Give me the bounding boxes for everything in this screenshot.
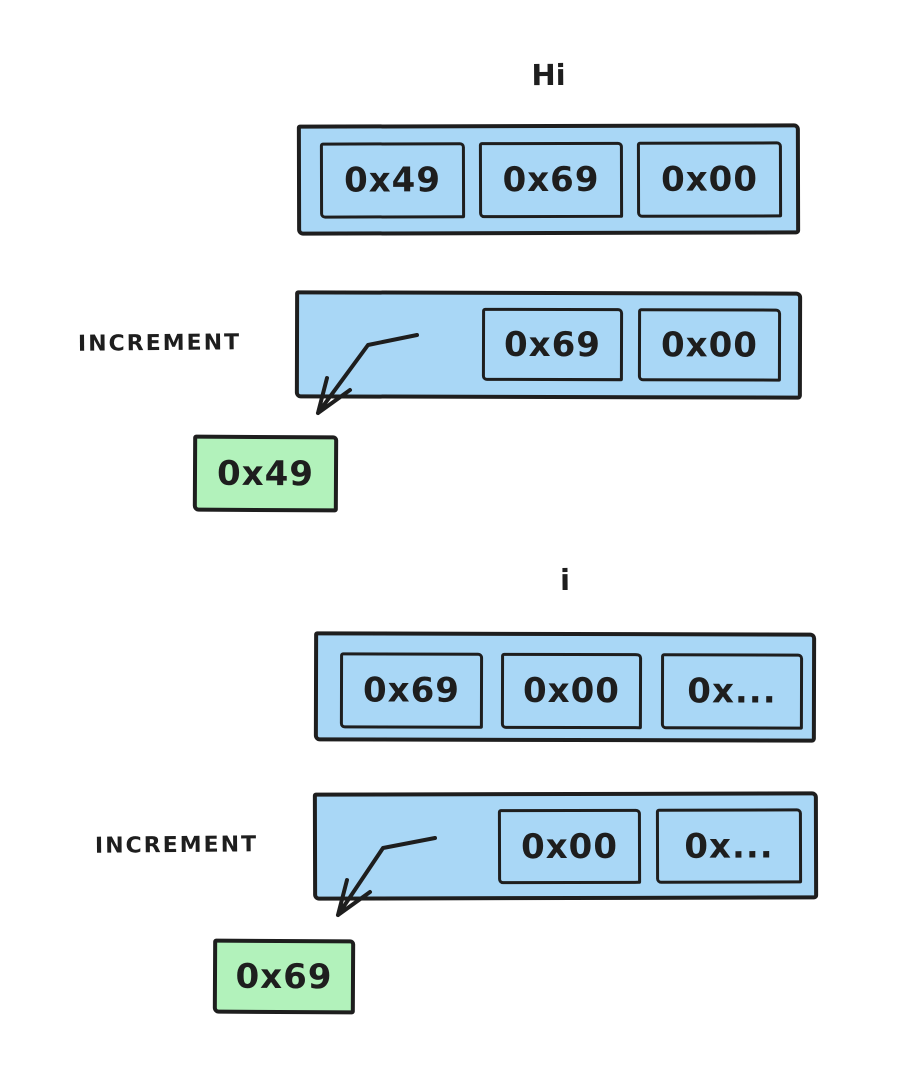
memory-cell: 0x69 [339,652,484,729]
extracted-byte-box: 0x69 [212,938,356,1015]
increment-label: INCREMENT [94,832,259,859]
memory-cell: 0x49 [319,142,466,219]
memory-row: 0x69 0x00 0x... [313,631,817,743]
memory-cell: 0x69 [481,307,624,382]
section-title-i: i [559,562,571,598]
extracted-byte-box: 0x49 [192,434,339,513]
memory-cell: 0x00 [497,808,642,885]
memory-cell: 0x00 [637,308,782,382]
increment-label: INCREMENT [77,330,242,357]
memory-cell: 0x69 [478,141,624,219]
increment-row: 0x69 0x00 [294,290,803,400]
memory-cell: 0x00 [500,652,643,730]
memory-cell: 0x... [655,808,803,884]
memory-cell: 0x00 [636,141,783,218]
memory-cell: 0x... [660,653,804,730]
increment-row: 0x00 0x... [312,791,819,901]
section-title-hi: Hi [531,57,566,93]
memory-row: 0x49 0x69 0x00 [296,123,801,236]
